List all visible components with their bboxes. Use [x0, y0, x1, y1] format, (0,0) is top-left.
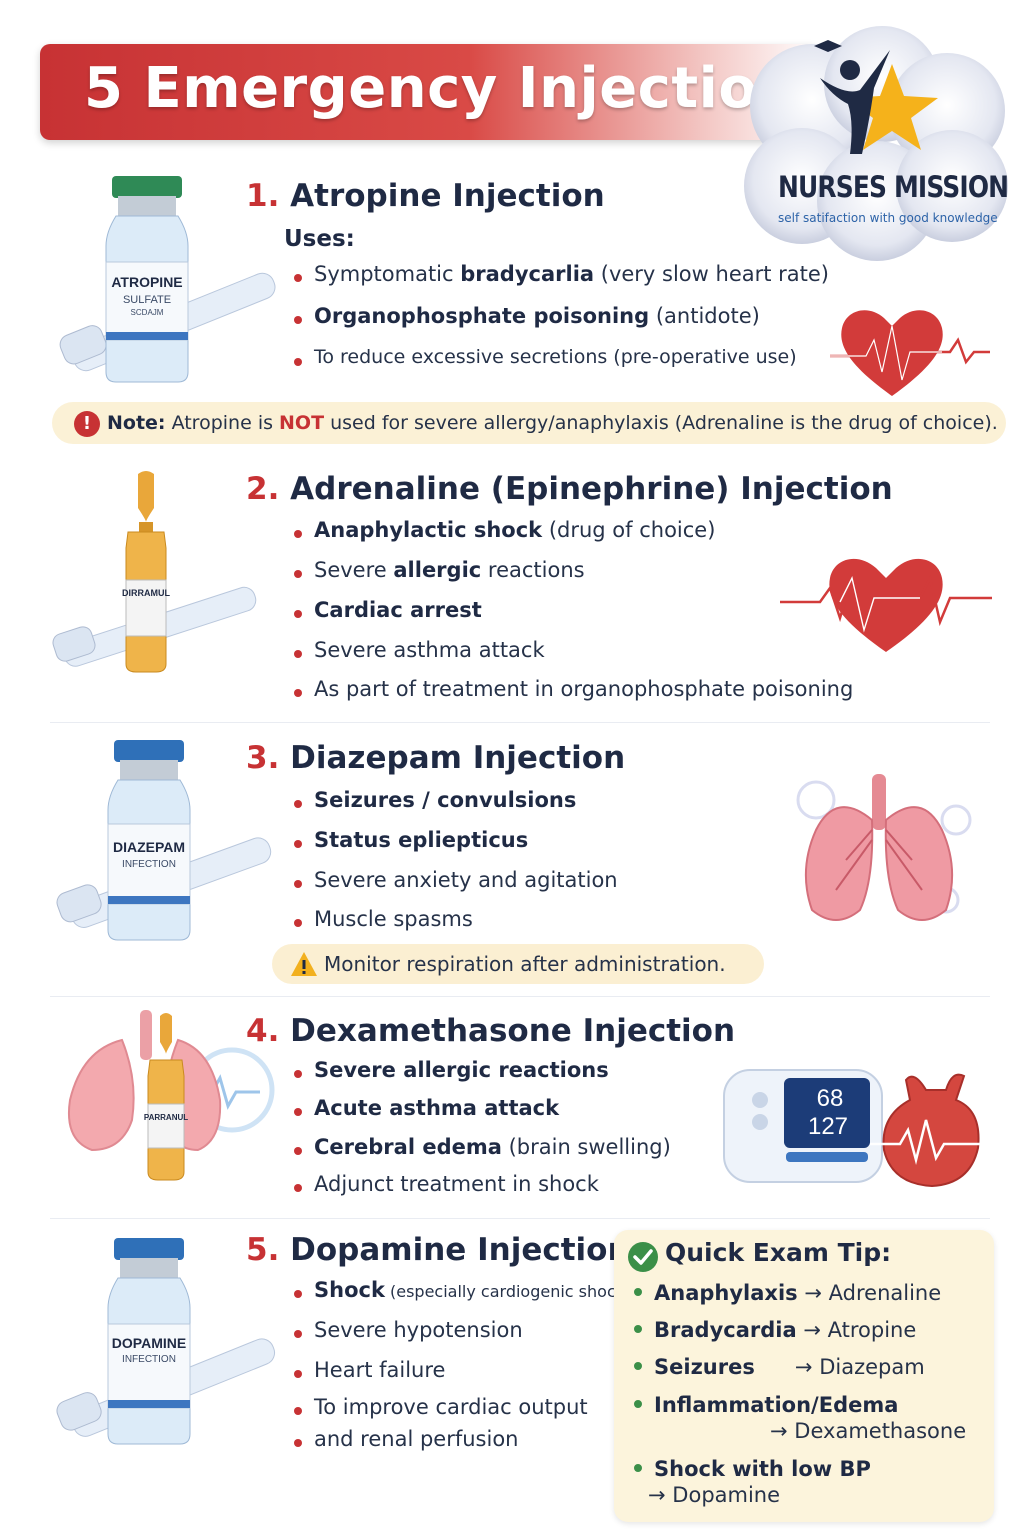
note-bar	[52, 402, 1006, 444]
note-text: Note: Atropine is NOT used for severe al…	[107, 412, 998, 434]
section-1-title: 1. Atropine Injection	[246, 178, 605, 214]
tip-item: Anaphylaxis → Adrenaline	[634, 1281, 941, 1305]
list-item: Shock (especially cardiogenic shock)	[290, 1278, 631, 1318]
list-item: Organophosphate poisoning (antidote)	[290, 304, 829, 346]
vial-label-line2: INFECTION	[122, 859, 176, 870]
vial-label-line1: DIAZEPAM	[113, 839, 185, 855]
vial-label-line2: INFECTION	[122, 1354, 176, 1365]
ampoule-icon	[147, 1013, 185, 1181]
lungs-illustration	[796, 774, 972, 921]
section-5-list: Shock (especially cardiogenic shock) Sev…	[290, 1278, 631, 1459]
dexamethasone-illustration: PARRANUL	[68, 1010, 275, 1181]
heart-icon	[841, 310, 943, 396]
list-item: Cardiac arrest	[290, 598, 853, 638]
list-item: Severe hypotension	[290, 1318, 631, 1358]
diazepam-vial-illustration: DIAZEPAM INFECTION	[56, 740, 272, 941]
warning-icon	[291, 952, 317, 976]
list-item: Severe asthma attack	[290, 638, 853, 677]
monitor-reading-top: 68	[817, 1085, 844, 1112]
list-item: Cerebral edema (brain swelling)	[290, 1135, 671, 1172]
atropine-vial-illustration: ATROPINE SULFATE SCDAJM	[59, 176, 276, 383]
ampoule-label: DIRRAMUL	[122, 588, 170, 598]
dopamine-vial-illustration: DOPAMINE INFECTION	[56, 1238, 276, 1445]
tip-item: Shock with low BP	[634, 1457, 871, 1481]
section-2-title: 2. Adrenaline (Epinephrine) Injection	[246, 471, 893, 507]
quick-exam-tip-box	[614, 1230, 994, 1522]
monitor-reading-bottom: 127	[808, 1113, 848, 1140]
tip-title: Quick Exam Tip:	[665, 1238, 892, 1267]
list-item: Symptomatic bradycarlia (very slow heart…	[290, 262, 829, 304]
logo-cloud	[744, 26, 1008, 261]
person-icon	[840, 60, 860, 80]
lungs-icon	[68, 1010, 222, 1152]
vial-label-line1: ATROPINE	[111, 274, 182, 290]
list-item: To reduce excessive secretions (pre-oper…	[290, 346, 829, 388]
list-item: Seizures / convulsions	[290, 788, 618, 828]
list-item: Anaphylactic shock (drug of choice)	[290, 518, 853, 558]
alert-icon: !	[74, 411, 100, 437]
ampoule-icon	[125, 471, 167, 673]
vial-label-line2: SULFATE	[123, 294, 171, 306]
ampoule-label: PARRANUL	[144, 1113, 188, 1122]
warning-text: Monitor respiration after administration…	[324, 952, 726, 976]
bp-monitor-heart-illustration: 68 127	[723, 1069, 996, 1188]
anatomical-heart-icon	[870, 1073, 996, 1188]
heart-icon	[829, 558, 943, 652]
section-3-title: 3. Diazepam Injection	[246, 740, 626, 776]
warning-bar	[272, 944, 764, 984]
section-4-list: Severe allergic reactions Acute asthma a…	[290, 1058, 671, 1210]
section-5-title: 5. Dopamine Injection	[246, 1232, 630, 1268]
uses-label: Uses:	[284, 226, 355, 252]
divider	[50, 722, 990, 723]
section-3-list: Seizures / convulsions Status epliepticu…	[290, 788, 618, 946]
header-banner	[40, 44, 820, 140]
list-item: Acute asthma attack	[290, 1096, 671, 1135]
page-title: 5 Emergency Injections	[84, 56, 832, 121]
heart-ecg-illustration	[780, 558, 992, 652]
star-icon	[846, 64, 938, 150]
tip-item-continuation: → Dopamine	[648, 1483, 781, 1507]
list-item: As part of treatment in organophosphate …	[290, 677, 853, 717]
vial-icon	[105, 176, 189, 383]
tip-item: Bradycardia → Atropine	[634, 1318, 916, 1342]
vial-icon	[107, 740, 191, 941]
lungs-icon	[804, 774, 954, 921]
section-1-list: Symptomatic bradycarlia (very slow heart…	[290, 262, 829, 388]
tip-item: Inflammation/Edema	[634, 1393, 898, 1417]
logo-tagline: self satifaction with good knowledge	[778, 211, 998, 225]
list-item: Severe allergic reactions	[290, 558, 853, 598]
list-item: Severe anxiety and agitation	[290, 868, 618, 907]
check-circle-icon	[628, 1242, 658, 1272]
section-4-title: 4. Dexamethasone Injection	[246, 1013, 736, 1049]
divider	[50, 1218, 990, 1219]
graduation-cap-icon	[814, 40, 842, 52]
list-item: To improve cardiac output	[290, 1395, 631, 1427]
divider	[50, 996, 990, 997]
section-2-list: Anaphylactic shock (drug of choice) Seve…	[290, 518, 853, 717]
list-item: Status epliepticus	[290, 828, 618, 868]
list-item: Heart failure	[290, 1358, 631, 1395]
vial-label-line3: SCDAJM	[131, 308, 164, 317]
adrenaline-ampoule-illustration: DIRRAMUL	[52, 471, 257, 673]
tip-item: Seizures → Diazepam	[634, 1355, 925, 1379]
vial-label-line1: DOPAMINE	[112, 1335, 186, 1351]
logo-brand: NURSES MISSION	[778, 170, 1009, 204]
list-item: Muscle spasms	[290, 907, 618, 946]
list-item: Adjunct treatment in shock	[290, 1172, 671, 1210]
vial-icon	[107, 1238, 191, 1445]
list-item-continuation: and renal perfusion	[290, 1427, 631, 1459]
tip-item-continuation: → Dexamethasone	[770, 1419, 967, 1443]
list-item: Severe allergic reactions	[290, 1058, 671, 1096]
bp-monitor-icon	[723, 1069, 883, 1183]
heart-ecg-illustration	[830, 310, 990, 396]
